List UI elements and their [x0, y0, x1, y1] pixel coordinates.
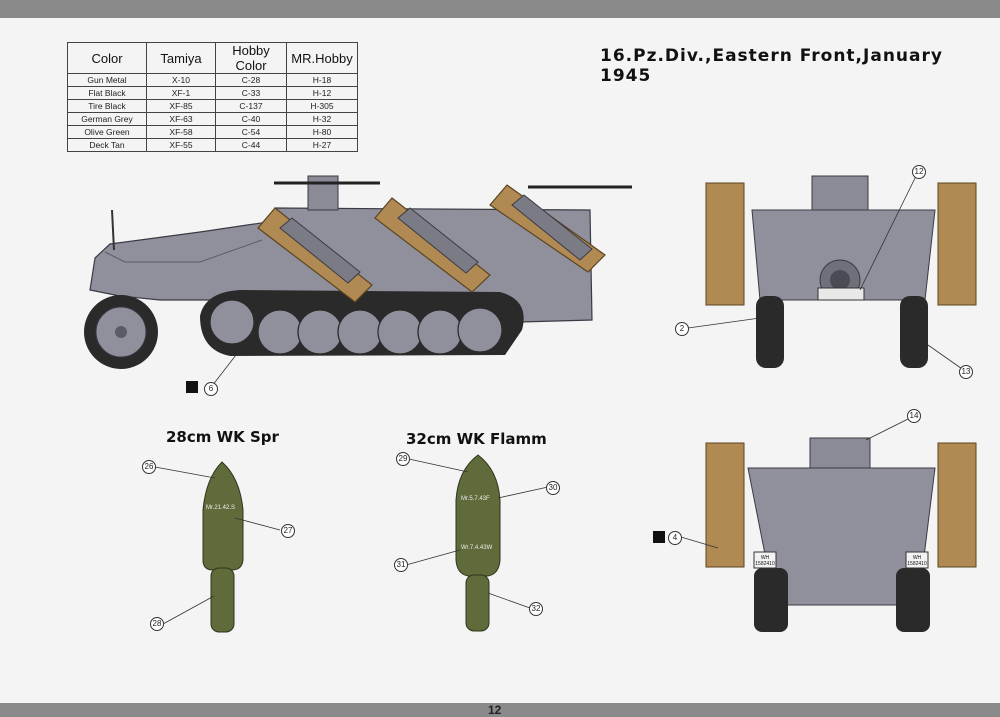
table-row: Tire Black XF-85 C-137 H-305: [67, 99, 358, 113]
callout-27: 27: [281, 524, 295, 538]
header-tamiya: Tamiya: [146, 42, 216, 74]
callout-2: 2: [675, 322, 689, 336]
reference-marker-icon: [653, 531, 665, 543]
callout-32: 32: [529, 602, 543, 616]
rear-plate-right: WH 1582410: [907, 555, 927, 567]
callout-leader-lines: [154, 171, 966, 625]
top-border-bar: [0, 0, 1000, 18]
reference-marker-icon: [186, 381, 198, 393]
callout-14: 14: [907, 409, 921, 423]
shell-stencil-flamm-1: Mr.5.7.43F: [461, 496, 490, 502]
table-row: Gun Metal X-10 C-28 H-18: [67, 73, 358, 87]
page-title: 16.Pz.Div.,Eastern Front,January 1945: [600, 46, 943, 86]
shell-title-spr: 28cm WK Spr: [166, 428, 279, 446]
shell-32cm-wk-flamm: [455, 454, 501, 632]
table-row: Olive Green XF-58 C-54 H-80: [67, 125, 358, 139]
shell-28cm-wk-spr: [202, 461, 244, 633]
callout-6: 6: [204, 382, 218, 396]
callout-4: 4: [668, 531, 682, 545]
header-mr-hobby: MR.Hobby: [286, 42, 358, 74]
bottom-border-bar: [0, 703, 1000, 717]
rear-plate-left: WH 1582410: [755, 555, 775, 567]
callout-29: 29: [396, 452, 410, 466]
halftrack-side-view: [84, 175, 632, 369]
halftrack-rear-view: [705, 437, 977, 632]
callout-30: 30: [546, 481, 560, 495]
paint-table-header-row: Color Tamiya Hobby Color MR.Hobby: [67, 42, 358, 74]
header-color: Color: [67, 42, 147, 74]
table-row: Deck Tan XF-55 C-44 H-27: [67, 138, 358, 152]
page-number: 12: [488, 703, 502, 717]
table-cell: H-27: [286, 138, 358, 152]
shell-stencil-flamm-2: Wr.7.4.43W: [461, 545, 493, 551]
shell-stencil-spr: Mr.21.42.S: [206, 505, 236, 511]
halftrack-front-view: [705, 175, 977, 368]
callout-28: 28: [150, 617, 164, 631]
shell-title-flamm: 32cm WK Flamm: [406, 430, 547, 448]
header-hobby-color: Hobby Color: [215, 42, 287, 74]
paint-color-table: Color Tamiya Hobby Color MR.Hobby Gun Me…: [67, 42, 358, 152]
callout-13: 13: [959, 365, 973, 379]
callout-31: 31: [394, 558, 408, 572]
callout-26: 26: [142, 460, 156, 474]
callout-12: 12: [912, 165, 926, 179]
